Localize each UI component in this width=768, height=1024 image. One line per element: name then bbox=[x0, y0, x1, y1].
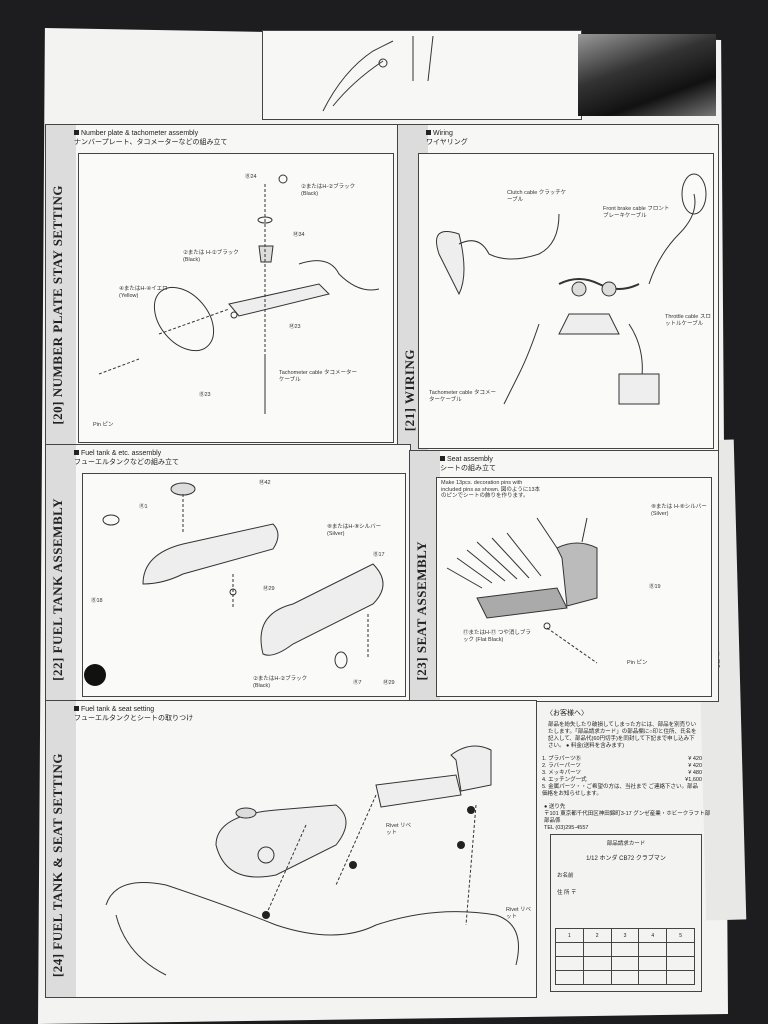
card-address-field: 住 所 〒 bbox=[557, 890, 577, 896]
section-23-diagram: Make 13pcs. decoration pins with include… bbox=[436, 477, 712, 697]
header-square-icon bbox=[74, 130, 79, 135]
label-b17: Ⓑ17 bbox=[373, 552, 385, 558]
section-23-header: Seat assembly シートの組み立て bbox=[440, 456, 496, 472]
label-m23: Ⓜ23 bbox=[289, 324, 301, 330]
section-22-panel: [22] FUEL TANK ASSEMBLY Fuel tank & etc.… bbox=[45, 444, 411, 702]
label-flat-black: ⑰またはH-⑰ つや消しブラック (Flat Black) bbox=[463, 630, 531, 643]
price-list: 1. プラパーツⒷ¥ 420 2. ラバーパーツ¥ 420 3. メッキパーツ¥… bbox=[542, 756, 702, 798]
section-21-diagram: Clutch cable クラッチケーブル Front brake cable … bbox=[418, 153, 714, 449]
label-clutch-cable: Clutch cable クラッチケーブル bbox=[507, 190, 567, 203]
header-square-icon bbox=[440, 456, 445, 461]
label-front-brake-cable: Front brake cable フロントブレーキケーブル bbox=[603, 206, 670, 219]
label-black: ②またはH-②ブラック (Black) bbox=[253, 676, 308, 689]
section-24-title: [24] FUEL TANK & SEAT SETTING bbox=[50, 752, 65, 977]
label-silver: ⑧または H-⑧シルバー (Silver) bbox=[651, 504, 707, 517]
label-rivet-2: Rivet リベット bbox=[506, 907, 532, 920]
black-sticker-disc bbox=[84, 664, 106, 686]
price-row: 3. メッキパーツ¥ 480 bbox=[542, 770, 702, 776]
label-r7: Ⓡ7 bbox=[353, 680, 362, 686]
section-24-sidebar bbox=[46, 701, 76, 997]
label-black-2: ②または H-②ブラック (Black) bbox=[183, 250, 239, 263]
section-23-title: [23] SEAT ASSEMBLY bbox=[414, 541, 429, 681]
order-title: 〈お客様へ〉 bbox=[546, 710, 588, 717]
label-m34: Ⓜ34 bbox=[293, 232, 305, 238]
tank-seat-setting-diagram bbox=[105, 745, 519, 976]
label-r1: Ⓡ1 bbox=[139, 504, 148, 510]
price-note: 5. 金属パーツ・・ご希望の方は、当社まで ご連絡下さい。部品価格をお知らせしま… bbox=[542, 784, 699, 797]
order-text: 部品を紛失したり破損してしまった方には、部品を別売りいたします。「部品請求カード… bbox=[548, 722, 697, 749]
section-24-header: Fuel tank & seat setting フューエルタンクとシートの取り… bbox=[74, 706, 194, 722]
section-20-sidebar bbox=[46, 125, 76, 445]
label-tachometer-cable: Tachometer cable タコメーターケーブル bbox=[429, 390, 496, 403]
section-23-sidebar bbox=[410, 451, 440, 701]
label-b24: Ⓑ24 bbox=[245, 174, 257, 180]
section-20-title: [20] NUMBER PLATE STAY SETTING bbox=[50, 185, 65, 425]
header-square-icon bbox=[426, 130, 431, 135]
label-throttle-cable: Throttle cable スロットルケーブル bbox=[665, 314, 711, 327]
section-20-header: Number plate & tachometer assembly ナンバープ… bbox=[74, 130, 228, 146]
label-m29-a: Ⓜ29 bbox=[263, 586, 275, 592]
photo-thumbnail bbox=[578, 34, 716, 116]
label-b19: Ⓑ19 bbox=[649, 584, 661, 590]
section-22-diagram: Ⓜ42 Ⓡ1 ⑧またはH-⑧シルバー (Silver) Ⓑ17 Ⓑ18 Ⓜ29 … bbox=[82, 473, 406, 697]
label-m29-b: Ⓜ29 bbox=[383, 680, 395, 686]
section-22-header: Fuel tank & etc. assembly フューエルタンクなどの組み立… bbox=[74, 450, 179, 466]
wiring-diagram bbox=[436, 173, 707, 405]
send-address: ● 送り先 〒101 東京都千代田区神田錦町3-17 グンゼ産業・ホビークラフト… bbox=[544, 804, 711, 831]
label-yellow: ④またはH-④イエロー (Yellow) bbox=[119, 286, 174, 299]
label-rivet-1: Rivet リベット bbox=[386, 823, 412, 836]
section-22-title: [22] FUEL TANK ASSEMBLY bbox=[50, 498, 65, 681]
header-square-icon bbox=[74, 450, 79, 455]
card-name-field: お名前 bbox=[557, 873, 574, 879]
section-21-header: Wiring ワイヤリング bbox=[426, 130, 468, 146]
label-pin: Pin ピン bbox=[93, 422, 114, 428]
top-strip bbox=[262, 30, 582, 120]
label-pin: Pin ピン bbox=[627, 660, 648, 666]
section-21-panel: [21] WIRING Wiring ワイヤリング Clutch cable ク… bbox=[397, 124, 719, 452]
price-row: 4. エッチング一式¥1,600 bbox=[542, 777, 702, 783]
seat-note: Make 13pcs. decoration pins with include… bbox=[441, 480, 541, 499]
header-square-icon bbox=[74, 706, 79, 711]
top-illustration bbox=[322, 35, 434, 112]
label-b23: Ⓑ23 bbox=[199, 392, 211, 398]
fuel-tank-diagram bbox=[102, 482, 384, 669]
price-row: 1. プラパーツⒷ¥ 420 bbox=[542, 756, 702, 762]
label-b18: Ⓑ18 bbox=[91, 598, 103, 604]
section-20-diagram: Ⓑ24 ②またはH-②ブラック (Black) Ⓜ34 ②または H-②ブラック… bbox=[78, 153, 394, 443]
label-silver: ⑧またはH-⑧シルバー (Silver) bbox=[327, 524, 382, 537]
section-24-panel: [24] FUEL TANK & SEAT SETTING Fuel tank … bbox=[45, 700, 537, 998]
label-tachometer: Tachometer cable タコメーターケーブル bbox=[279, 370, 357, 383]
section-21-title: [21] WIRING bbox=[402, 348, 417, 431]
section-23-panel: [23] SEAT ASSEMBLY Seat assembly シートの組み立… bbox=[409, 450, 719, 702]
parts-order-box: 〈お客様へ〉 部品を紛失したり破損してしまった方には、部品を別売りいたします。「… bbox=[536, 706, 714, 996]
price-row: 2. ラバーパーツ¥ 420 bbox=[542, 763, 702, 769]
seat-diagram bbox=[446, 517, 598, 664]
card-title: 部品請求カード bbox=[606, 841, 646, 847]
label-black-1: ②またはH-②ブラック (Black) bbox=[301, 184, 356, 197]
section-20-panel: [20] NUMBER PLATE STAY SETTING Number pl… bbox=[45, 124, 399, 446]
number-plate-diagram bbox=[98, 174, 380, 414]
label-m42: Ⓜ42 bbox=[259, 480, 271, 486]
section-22-sidebar bbox=[46, 445, 76, 701]
card-model: 1/12 ホンダ CB72 クラブマン bbox=[586, 856, 666, 862]
